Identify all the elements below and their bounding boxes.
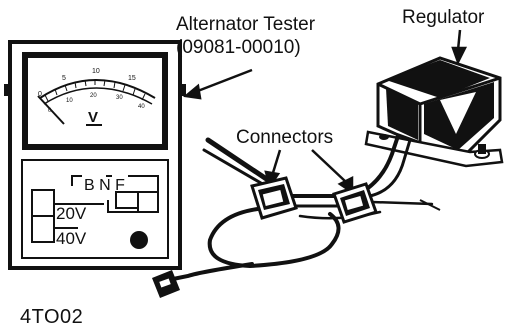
arrow-connector-right bbox=[311, 149, 347, 183]
arrow-connector-left bbox=[270, 149, 282, 177]
scale-lower-10: 10 bbox=[66, 98, 73, 104]
switch-terminals: B N F bbox=[84, 177, 125, 194]
connector-left bbox=[250, 176, 298, 220]
label-alternator-tester: Alternator Tester bbox=[176, 14, 316, 35]
label-tester-part-number: (09081-00010) bbox=[176, 37, 301, 58]
scale-lower-20: 20 bbox=[90, 93, 97, 99]
scale-ticks bbox=[44, 79, 146, 102]
connector-right bbox=[332, 182, 378, 224]
scale-upper-5: 5 bbox=[62, 75, 66, 82]
scale-lower-30: 30 bbox=[116, 95, 123, 101]
figure-code: 4TO02 bbox=[20, 306, 84, 328]
arrowhead-regulator bbox=[451, 46, 468, 66]
range-low: 40V bbox=[56, 229, 87, 248]
tester-knob-left bbox=[4, 84, 12, 96]
signal-lead bbox=[419, 199, 441, 211]
pointer-arrows bbox=[183, 29, 468, 195]
regulator bbox=[364, 56, 504, 168]
arrow-tester bbox=[189, 68, 253, 96]
meter-window: 0 5 10 15 0 10 20 30 40 V bbox=[22, 52, 168, 150]
tester-knob-right bbox=[178, 84, 186, 96]
label-connectors: Connectors bbox=[236, 127, 334, 148]
adjust-knob bbox=[130, 231, 148, 249]
wire-harness bbox=[166, 134, 434, 282]
range-high: 20V bbox=[56, 204, 87, 223]
scale-upper-15: 15 bbox=[128, 75, 136, 82]
arrowhead-tester bbox=[183, 83, 202, 100]
scale-lower-0: 0 bbox=[48, 108, 52, 114]
scale-lower-40: 40 bbox=[138, 104, 145, 110]
scale-arc-outer bbox=[39, 79, 156, 99]
meter-unit: V bbox=[88, 109, 98, 126]
scale-upper-0: 0 bbox=[38, 91, 42, 98]
label-regulator: Regulator bbox=[402, 7, 485, 28]
alternator-tester: 0 5 10 15 0 10 20 30 40 V bbox=[4, 40, 186, 270]
scale-arc-inner bbox=[43, 87, 153, 105]
switch-panel: B N F 20V 40V bbox=[21, 159, 169, 259]
meter-needle bbox=[37, 95, 65, 125]
arrow-regulator bbox=[456, 29, 462, 51]
scale-upper-10: 10 bbox=[92, 68, 100, 75]
cable-plug bbox=[152, 270, 180, 298]
